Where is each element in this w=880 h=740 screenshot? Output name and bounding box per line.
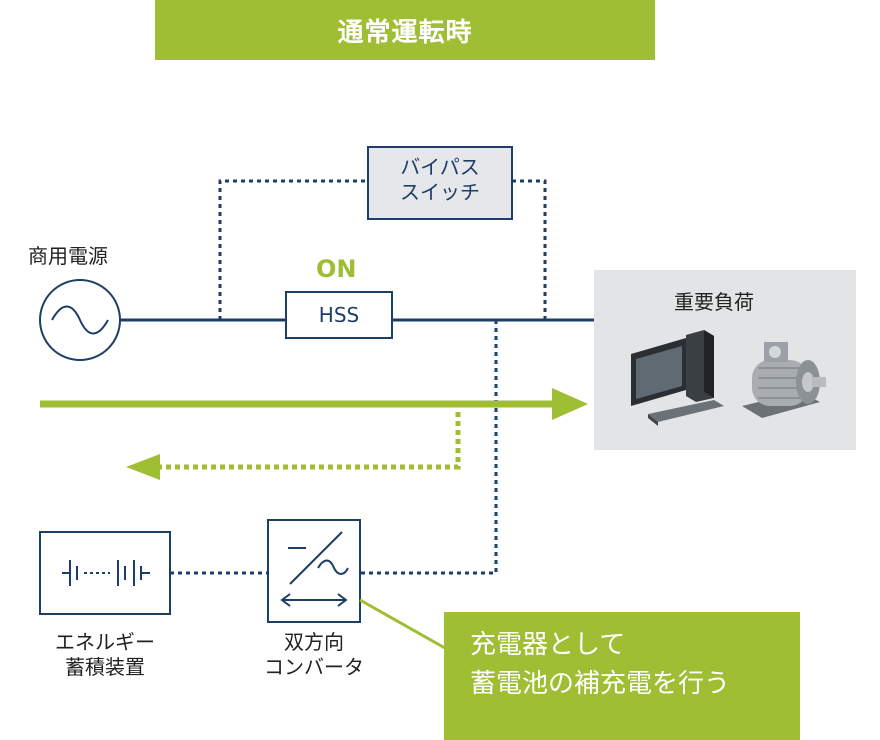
computer-icon	[631, 330, 724, 426]
hss-label: HSS	[318, 303, 360, 327]
callout-line1: 充電器として	[470, 630, 626, 660]
charging-flow-arrowhead	[126, 454, 160, 480]
bypass-line-left	[218, 179, 368, 320]
bypass-line-right	[512, 179, 547, 320]
callout-line2: 蓄電池の補充電を行う	[470, 669, 731, 699]
utility-power-label: 商用電源	[28, 244, 108, 268]
converter-label: 双方向 コンバータ	[252, 630, 376, 680]
bypass-switch-label-line2: スイッチ	[400, 180, 480, 204]
converter-label-line1: 双方向	[284, 630, 344, 654]
mode-title-banner: 通常運転時	[155, 0, 655, 60]
hss-status-label: ON	[316, 255, 357, 283]
motor-icon	[742, 342, 826, 418]
energy-storage-label-line1: エネルギー	[55, 630, 155, 654]
bypass-switch-box	[367, 146, 513, 220]
battery-icon	[62, 560, 150, 586]
bypass-switch-label: バイパス スイッチ	[368, 155, 512, 205]
converter-tap-line	[360, 320, 498, 575]
ac-wave-icon	[51, 305, 109, 335]
converter-icon	[280, 531, 349, 607]
energy-storage-label: エネルギー 蓄積装置	[40, 630, 170, 680]
power-flow-arrowhead	[552, 388, 588, 420]
critical-load-label: 重要負荷	[674, 290, 754, 314]
bypass-switch-label-line1: バイパス	[400, 155, 480, 179]
callout-leader	[359, 598, 453, 654]
charging-flow-line	[160, 412, 461, 470]
converter-box	[267, 519, 361, 623]
charger-callout: 充電器として 蓄電池の補充電を行う	[444, 612, 800, 740]
hss-box	[285, 291, 393, 339]
converter-label-line2: コンバータ	[264, 655, 364, 679]
energy-storage-label-line2: 蓄積装置	[65, 655, 145, 679]
